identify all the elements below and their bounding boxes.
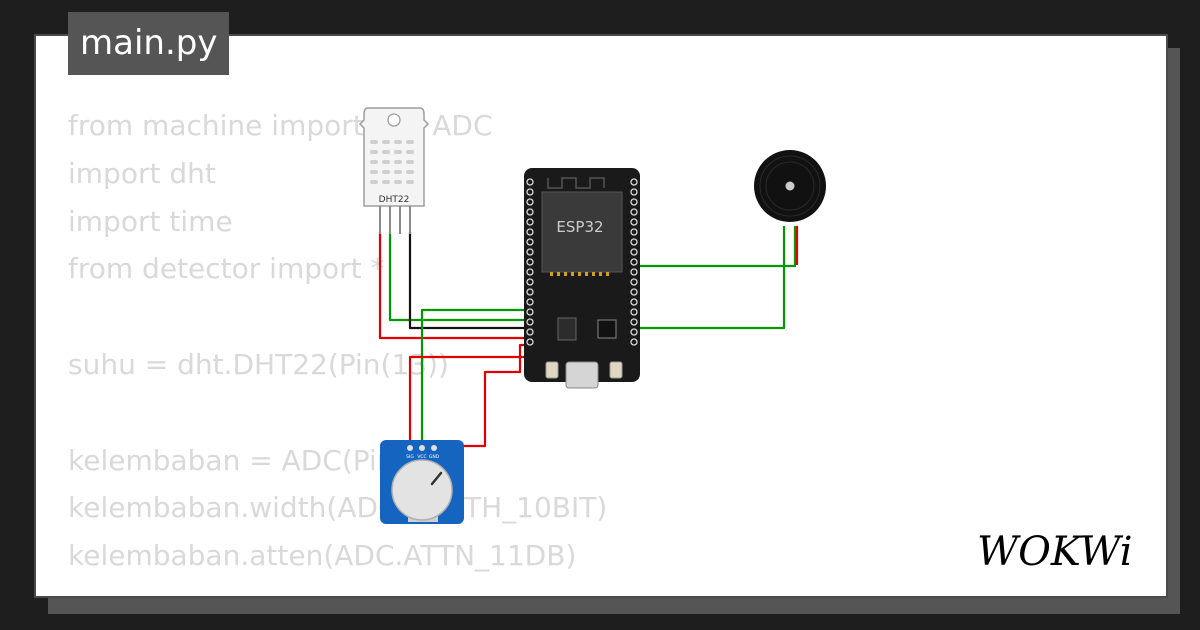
wire-dht-gnd[interactable] — [408, 232, 530, 330]
code-line: import time — [68, 204, 233, 238]
boot-button[interactable] — [545, 361, 559, 379]
buzzer[interactable] — [754, 150, 826, 222]
wokwi-logo: WOKWi — [977, 529, 1133, 575]
esp32-module — [541, 191, 623, 273]
pot-pin-label-gnd: GND — [429, 454, 440, 460]
dht22-sensor[interactable]: DHT22 — [358, 107, 430, 234]
file-tab[interactable]: main.py — [68, 12, 230, 75]
reset-button[interactable] — [609, 361, 623, 379]
module-pads — [550, 272, 609, 276]
code-line: kelembaban.width(ADC.WIDTH_10BIT) — [68, 491, 608, 525]
pot-pin-label-sig: SIG — [406, 454, 414, 460]
left-header-pins — [526, 178, 534, 346]
pot-pin-holes — [407, 445, 437, 451]
code-line: import dht — [68, 156, 216, 190]
usb-chip — [597, 319, 617, 339]
wire-buzzer-1[interactable] — [632, 226, 786, 330]
pot-knob[interactable] — [391, 459, 453, 521]
dht22-grille — [370, 140, 414, 184]
dht22-pins — [379, 206, 411, 234]
pot-knob-indicator — [430, 471, 443, 486]
esp32-board[interactable]: ESP32 — [524, 168, 640, 389]
esp32-label: ESP32 — [556, 218, 603, 236]
right-header-pins — [630, 178, 638, 346]
potentiometer[interactable]: SIG VCC GND — [380, 440, 464, 524]
wire-dht-data[interactable] — [388, 232, 530, 322]
pot-pin-label-vcc: VCC — [417, 454, 426, 460]
voltage-regulator — [557, 317, 577, 341]
code-line: kelembaban.atten(ADC.ATTN_11DB) — [68, 539, 577, 573]
wire-pot-gnd[interactable] — [434, 343, 530, 448]
antenna-trace — [547, 177, 605, 189]
wire-dht-vcc[interactable] — [378, 232, 530, 340]
code-line: from detector import * — [68, 252, 385, 286]
code-line: suhu = dht.DHT22(Pin(13)) — [68, 347, 449, 381]
wokwi-logo-text: WOKWi — [977, 529, 1133, 575]
usb-port — [565, 361, 599, 389]
wire-pot-sig[interactable] — [420, 308, 530, 446]
dht22-label: DHT22 — [379, 195, 410, 205]
wire-pot-vcc[interactable] — [408, 342, 532, 446]
